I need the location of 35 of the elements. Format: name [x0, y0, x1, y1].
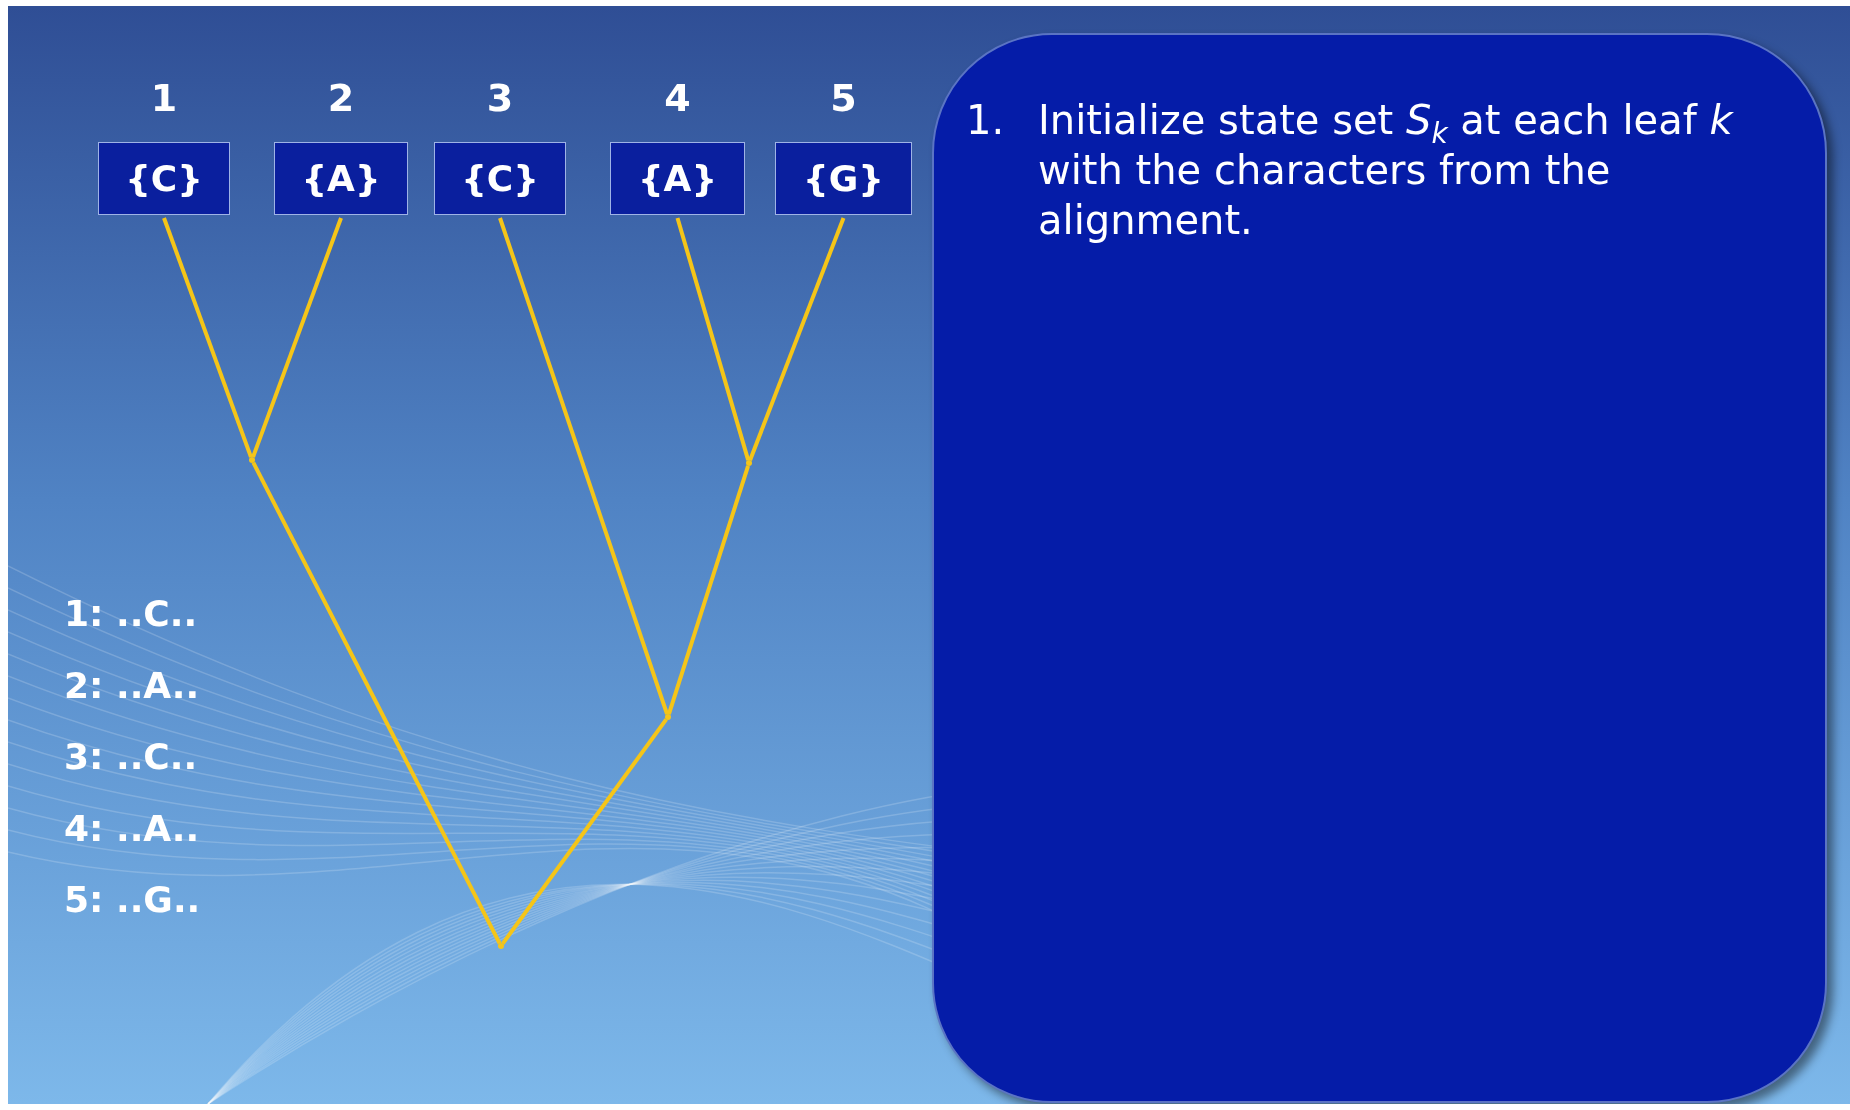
state-set-text: {A} [301, 158, 381, 199]
leaf-state-box [434, 142, 566, 215]
leaf-state-box [610, 142, 745, 215]
sequence-row: 4: ..A.. [64, 807, 200, 849]
tree-branch [748, 217, 846, 461]
tree-branch [675, 217, 751, 461]
leaf-number: 2 [327, 76, 355, 120]
leaf-number: 3 [486, 76, 514, 120]
list-number: 1. [966, 96, 1005, 145]
leaf-state-box [98, 142, 230, 215]
tree-branch [501, 718, 668, 945]
leaf-number: 1 [150, 76, 178, 120]
tree-branch [667, 465, 750, 715]
leaf-state-box [775, 142, 912, 215]
branch-point [249, 457, 255, 463]
tree-branch [251, 461, 502, 945]
leaf-state-box [274, 142, 408, 215]
branch-point [498, 943, 504, 949]
state-set-text: {G} [803, 158, 884, 199]
sequence-row: 2: ..A.. [64, 664, 200, 706]
sequence-row: 5: ..G.. [64, 879, 201, 920]
tree-branch [251, 217, 343, 458]
step-text: Initialize state set S$_{k}$ at each leaf k with the characters from the alignment. [1038, 96, 1735, 245]
state-set-text: {C} [125, 158, 203, 199]
leaf-number: 4 [664, 76, 691, 120]
step-panel [932, 33, 1827, 1103]
state-set-text: {A} [637, 158, 718, 199]
leaf-number: 5 [830, 76, 857, 120]
state-set-text: {C} [461, 158, 539, 199]
branch-point [746, 460, 752, 466]
branch-point [665, 714, 671, 720]
sequence-row: 3: ..C.. [64, 736, 198, 777]
sequence-row: 1: ..C.. [64, 593, 198, 634]
tree-branch [498, 217, 669, 715]
tree-branch [162, 217, 253, 458]
